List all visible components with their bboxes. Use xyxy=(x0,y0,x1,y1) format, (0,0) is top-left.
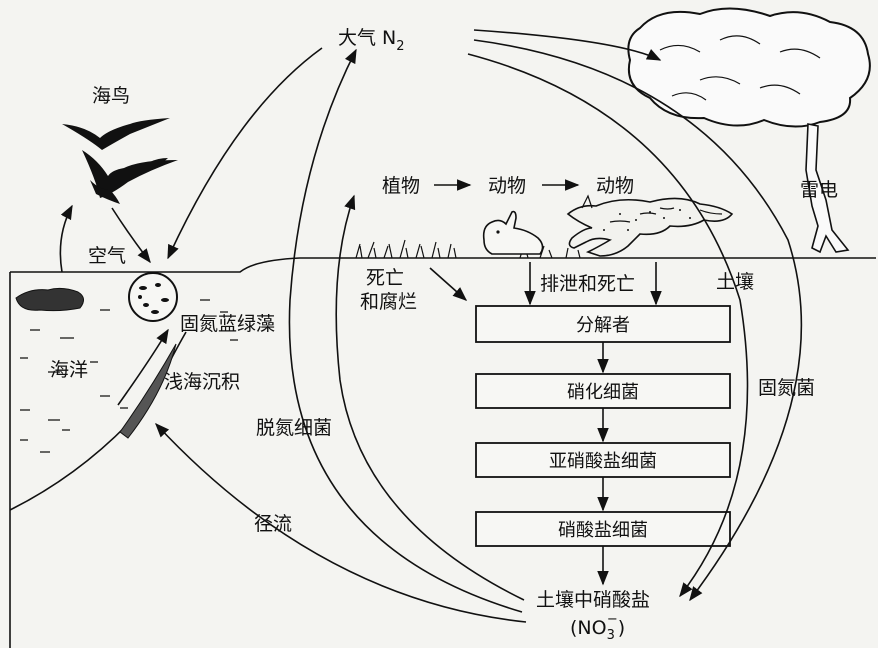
rabbit-icon xyxy=(482,210,544,255)
seabird-icon xyxy=(62,118,178,204)
flow-arrows xyxy=(59,29,803,623)
box-decomposers-label: 分解者 xyxy=(576,315,630,336)
box-nitrite-label: 亚硝酸盐细菌 xyxy=(549,451,657,472)
chain-animal2-label: 动物 xyxy=(596,175,634,197)
box-nitrifying-label: 硝化细菌 xyxy=(567,382,639,403)
labels: 大气 N2 海鸟 空气 海洋 固氮蓝绿藻 浅海沉积 脱氮细菌 径流 植物 动物 … xyxy=(50,27,838,643)
box-nitrite-bacteria xyxy=(475,442,731,478)
algae-cell-icon xyxy=(128,272,178,322)
air-label: 空气 xyxy=(88,245,126,267)
ocean-label: 海洋 xyxy=(50,359,88,381)
chain-plant-label: 植物 xyxy=(382,175,420,197)
seabird-label: 海鸟 xyxy=(92,85,130,107)
decomposition-chain: 分解者 硝化细菌 亚硝酸盐细菌 硝酸盐细菌 xyxy=(475,305,731,547)
grass-icon xyxy=(355,239,581,259)
fox-icon xyxy=(566,194,734,257)
box-decomposers xyxy=(475,305,731,343)
soil-nitrate-label: 土壤中硝酸盐 xyxy=(536,589,650,611)
box-nitrate-label: 硝酸盐细菌 xyxy=(558,520,648,541)
excretion-death-label: 排泄和死亡 xyxy=(540,273,635,295)
shallow-sediment-label: 浅海沉积 xyxy=(164,371,240,393)
death-decay-label-2: 和腐烂 xyxy=(360,291,417,313)
chain-animal1-label: 动物 xyxy=(488,175,526,197)
nitrate-formula-label: (NO3−) xyxy=(570,612,625,643)
lightning-label: 雷电 xyxy=(800,179,838,201)
soil-label: 土壤 xyxy=(716,271,754,293)
thundercloud-icon xyxy=(627,7,871,254)
sea-and-ground xyxy=(9,257,876,648)
denitrifying-bacteria-label: 脱氮细菌 xyxy=(256,417,332,439)
atmosphere-label: 大气 N2 xyxy=(338,27,405,54)
lightning-bolt-icon xyxy=(805,123,850,254)
sea-rock-icon xyxy=(15,287,84,312)
sediment-icon xyxy=(119,343,177,439)
runoff-label: 径流 xyxy=(254,513,292,535)
death-decay-label-1: 死亡 xyxy=(366,267,404,289)
box-nitrifying-bacteria xyxy=(475,373,731,409)
nitrogen-fixing-bacteria-label: 固氮菌 xyxy=(758,377,815,399)
cyanobacteria-label: 固氮蓝绿藻 xyxy=(180,313,275,335)
